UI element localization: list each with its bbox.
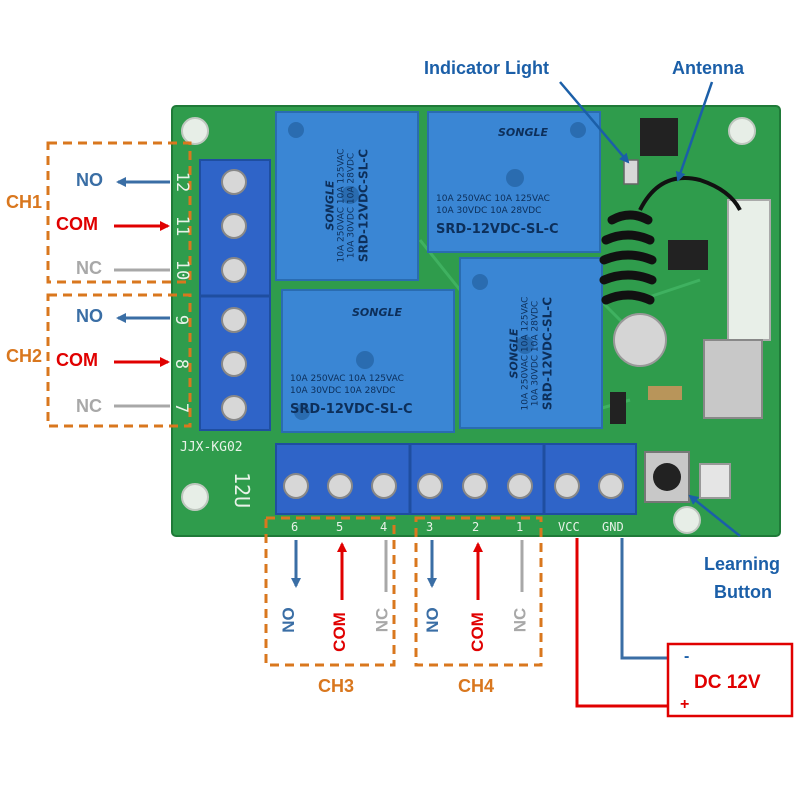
relay-3: [281, 289, 455, 433]
dc-12v-box: [666, 642, 794, 718]
pin-label: 8: [171, 358, 192, 370]
pin-label: 10: [172, 259, 193, 281]
relay-model: SRD-12VDC-SL-C: [436, 222, 559, 237]
learning-button-label-line1: Learning: [704, 554, 781, 574]
pin-label: 4: [380, 520, 388, 534]
ch4-com-label: COM: [467, 612, 487, 652]
indicator-light-label: Indicator Light: [424, 58, 549, 78]
relay-rating-1: 10A 250VAC 10A 125VAC: [290, 374, 404, 384]
screw-terminal-icon: [283, 473, 624, 499]
relay-brand: SONGLE: [352, 306, 403, 319]
relay-2-text: SONGLE 10A 250VAC 10A 125VAC 10A 30VDC 1…: [428, 112, 600, 252]
antenna-coil: [599, 176, 742, 305]
relay-rating-1: 10A 250VAC 10A 125VAC: [520, 296, 531, 411]
terminal-block-bottom: [275, 443, 637, 515]
vcc-wire: [575, 538, 668, 708]
antenna-callout-arrow: [675, 81, 714, 182]
relay-brand: SONGLE: [507, 328, 521, 379]
mounting-hole: [728, 117, 756, 145]
relay-brand: SONGLE: [498, 126, 549, 139]
relay-rating-2: 10A 30VDC 10A 28VDC: [290, 386, 396, 396]
ch2-no-label: NO: [76, 306, 103, 326]
terminal-block-left: [199, 159, 271, 431]
pin-label: 11: [172, 215, 193, 237]
relay-model: SRD-12VDC-SL-C: [290, 402, 413, 417]
ch4-box: [414, 516, 543, 667]
relay-1: [275, 111, 419, 281]
ch2-com-label: COM: [56, 350, 98, 370]
indicator-led: [623, 159, 639, 185]
relay-3-text: SONGLE 10A 250VAC 10A 125VAC 10A 30VDC 1…: [282, 290, 454, 432]
pin-label: 1: [516, 520, 524, 534]
relay-model: SRD-12VDC-SL-C: [540, 296, 555, 411]
arrow-right-icon: [114, 221, 170, 367]
relay-rating-2: 10A 30VDC 10A 28VDC: [436, 206, 542, 216]
ch1-com-label: COM: [56, 214, 98, 234]
ch3-box: [264, 516, 396, 667]
learning-button: [644, 451, 690, 503]
ch1-label: CH1: [6, 192, 43, 212]
ch1-no-label: NO: [76, 170, 103, 190]
dc-plus: +: [680, 696, 690, 713]
learning-callout-arrow: [688, 494, 741, 537]
relay-model: SRD-12VDC-SL-C: [356, 148, 371, 263]
pin-label: 7: [171, 402, 192, 414]
pin-label: 3: [426, 520, 434, 534]
relay-2: [427, 111, 601, 253]
dc-minus: -: [684, 648, 690, 665]
ch2-label: CH2: [6, 346, 43, 366]
pin-label: GND: [602, 520, 624, 534]
relay-4: [459, 257, 603, 429]
pin-label: VCC: [558, 520, 580, 534]
ch1-box: [46, 141, 192, 284]
ch3-nc-label: NC: [372, 607, 392, 633]
receiver-module: [610, 118, 771, 499]
board-voltage: 12U: [230, 471, 255, 509]
ch3-no-label: NO: [278, 607, 298, 633]
ch4-label: CH4: [458, 676, 495, 696]
pin-label: 12: [172, 171, 193, 193]
pin-label: 9: [171, 314, 192, 326]
arrow-down-icon: [291, 540, 437, 588]
pin-label: 2: [472, 520, 480, 534]
ch3-label: CH3: [318, 676, 355, 696]
relay-4-text: SONGLE 10A 250VAC 10A 125VAC 10A 30VDC 1…: [460, 258, 602, 428]
mounting-hole: [181, 117, 209, 145]
ch2-box: [46, 293, 192, 428]
pin-label: 5: [336, 520, 344, 534]
mounting-hole: [181, 483, 209, 511]
relay-brand: SONGLE: [323, 180, 337, 231]
ch3-com-label: COM: [329, 612, 349, 652]
relay-rating-1: 10A 250VAC 10A 125VAC: [436, 194, 550, 204]
relay-rating-1: 10A 250VAC 10A 125VAC: [336, 148, 347, 263]
gnd-wire: [620, 538, 668, 660]
dc-12v-label: DC 12V: [694, 672, 761, 693]
screw-terminal-icon: [221, 169, 247, 421]
indicator-callout-arrow: [559, 81, 630, 164]
relay-1-text: SONGLE 10A 250VAC 10A 125VAC 10A 30VDC 1…: [276, 112, 418, 280]
arrow-left-icon: [116, 177, 170, 323]
board-model: JJX-KG02: [180, 440, 243, 455]
ch1-nc-label: NC: [76, 258, 102, 278]
mounting-hole: [673, 506, 701, 534]
ch4-no-label: NO: [422, 607, 442, 633]
ch2-nc-label: NC: [76, 396, 102, 416]
learning-button-label-line2: Button: [714, 582, 772, 602]
relay-rating-2: 10A 30VDC 10A 28VDC: [530, 300, 541, 407]
ch4-nc-label: NC: [510, 607, 530, 633]
antenna-label: Antenna: [672, 58, 744, 78]
relay-rating-2: 10A 30VDC 10A 28VDC: [346, 152, 357, 259]
pin-label: 6: [291, 520, 299, 534]
